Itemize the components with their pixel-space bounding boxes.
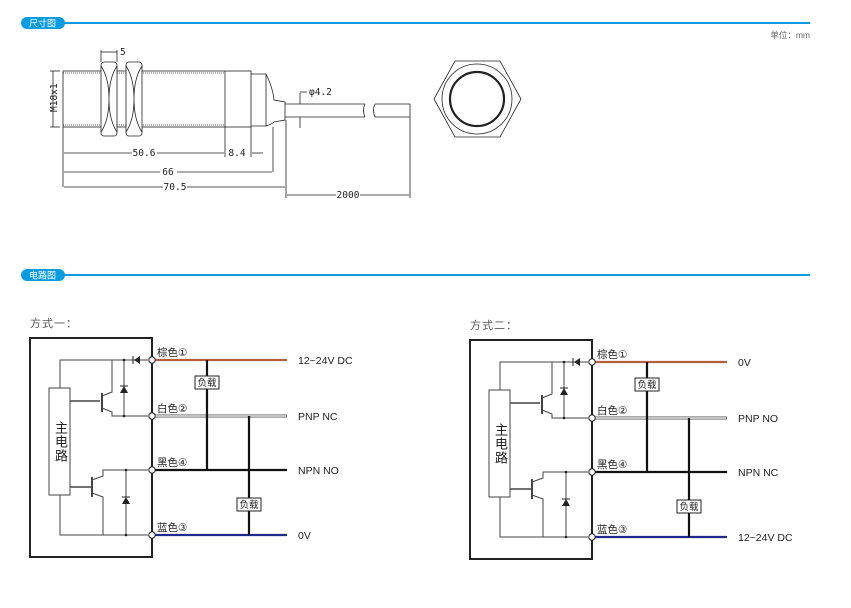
load-box <box>676 499 702 514</box>
load-box <box>236 497 262 512</box>
section-tag <box>21 17 65 29</box>
terminal <box>588 414 596 422</box>
wire-signal-label: 0V <box>738 357 751 369</box>
diode-icon <box>560 388 568 395</box>
terminal <box>588 533 596 541</box>
wire-color-label: 棕色① <box>597 348 627 361</box>
wire-signal-label: NPN NC <box>738 467 779 479</box>
wire-signal-label: PNP NC <box>298 411 338 423</box>
dim-tail-length: 8.4 <box>228 148 245 159</box>
main-circuit-block <box>48 387 71 496</box>
diagram-title: 方式一： <box>30 316 78 330</box>
load-label: 负载 <box>197 377 217 389</box>
load-label: 负载 <box>679 501 699 513</box>
terminal <box>148 531 156 539</box>
diagram-title: 方式二： <box>470 318 518 332</box>
load-label: 负载 <box>239 499 259 511</box>
wire-color-label: 黑色④ <box>157 456 187 469</box>
terminal <box>588 468 596 476</box>
main-circuit-label: 主电路 <box>52 420 67 463</box>
sensor-housing <box>29 337 153 558</box>
unit-label: 单位：mm <box>770 30 810 40</box>
sensor-body <box>62 70 252 128</box>
diode-icon <box>562 499 570 506</box>
sensor-tail <box>251 73 286 127</box>
wiring-diagram-1: 方式一： 棕色① 12~24V DC 白色② PNP NC 黑色④ NPN NO 蓝色③ 0V… <box>29 316 353 558</box>
diode-icon <box>574 358 580 366</box>
section-title: 尺寸图 <box>29 18 56 29</box>
load-label: 负载 <box>637 379 657 391</box>
wire-signal-label: 12~24V DC <box>298 355 353 367</box>
dim-body-length: 66 <box>162 167 174 178</box>
diode-icons <box>120 356 140 537</box>
section-title: 电路图 <box>29 270 56 281</box>
wire-signal-label: 12~24V DC <box>738 532 793 544</box>
load-box <box>634 377 660 392</box>
internal-circuit <box>59 359 148 536</box>
wire-signal-label: PNP NO <box>738 413 778 425</box>
wire-signal-label: NPN NO <box>298 465 339 477</box>
terminal <box>148 356 156 364</box>
section-header-dimensions: 尺寸图 单位：mm <box>21 17 810 40</box>
wire-color-label: 白色② <box>597 404 627 417</box>
terminal <box>588 358 596 366</box>
wire-color-label: 蓝色③ <box>157 521 187 534</box>
diode-icon <box>134 356 140 364</box>
dim-cable-length: 2000 <box>337 190 360 201</box>
wire-color-label: 蓝色③ <box>597 523 627 536</box>
internal-circuit <box>499 361 588 538</box>
diode-icons <box>560 358 580 539</box>
section-header-circuit: 电路图 <box>21 269 810 281</box>
sensor-dimension-drawing <box>50 50 411 198</box>
dim-thread: M18x1 <box>49 83 60 112</box>
wire-color-label: 白色② <box>157 402 187 415</box>
sensor-housing <box>469 339 593 560</box>
main-circuit-block <box>488 389 511 498</box>
diode-icon <box>122 497 130 504</box>
wire-color-label: 黑色④ <box>597 458 627 471</box>
dim-thread-length: 50.6 <box>133 148 156 159</box>
terminal <box>148 412 156 420</box>
wire-signal-label: 0V <box>298 530 311 542</box>
dim-nut-width: 5 <box>120 47 126 58</box>
load-box <box>194 375 220 390</box>
dim-total-length: 70.5 <box>164 182 187 193</box>
wiring-diagram-2: 方式二： 棕色① 0V 白色② PNP NO 黑色④ NPN NC 蓝色③ 12~24V DC… <box>469 318 793 560</box>
sensor-front-view <box>433 60 522 138</box>
terminal <box>148 466 156 474</box>
wire-color-label: 棕色① <box>157 346 187 359</box>
diode-icon <box>120 386 128 393</box>
section-tag <box>21 269 65 281</box>
dim-cable-diameter: φ4.2 <box>309 87 332 98</box>
main-circuit-label: 主电路 <box>492 422 507 465</box>
